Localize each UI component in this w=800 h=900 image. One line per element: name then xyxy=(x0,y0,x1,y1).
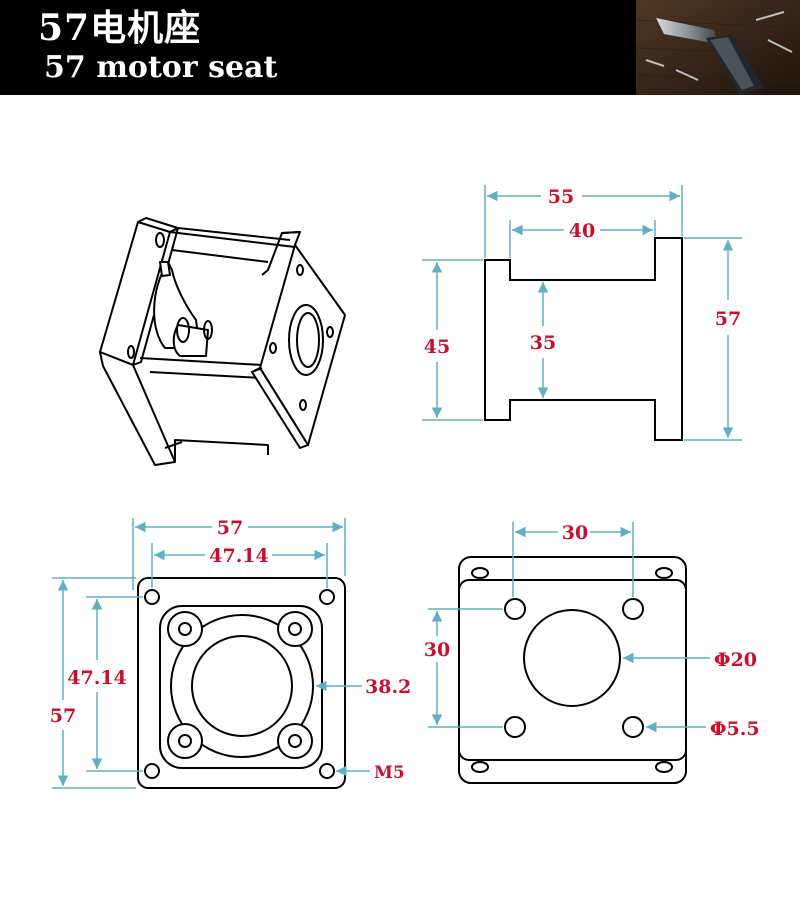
title-english: 57 motor seat xyxy=(44,50,278,85)
front-view-outline xyxy=(137,577,346,789)
dim-side-height-57: 57 xyxy=(715,308,741,330)
isometric-view xyxy=(99,217,346,466)
dim-side-width-55: 55 xyxy=(548,186,574,208)
hammer-photo-icon xyxy=(636,0,800,95)
dim-side-width-40: 40 xyxy=(569,220,595,242)
dim-front-height-57: 57 xyxy=(50,705,76,727)
dim-front-hole-spacing-h: 47.14 xyxy=(209,545,269,567)
back-view-dimensions xyxy=(428,522,710,733)
dim-back-small-hole: Φ5.5 xyxy=(710,718,760,740)
dim-back-hole-spacing-v: 30 xyxy=(424,639,450,661)
technical-drawing: 55 40 45 35 57 xyxy=(50,185,760,789)
dim-front-bore-diameter: 38.2 xyxy=(365,676,411,698)
dim-side-height-45: 45 xyxy=(424,336,450,358)
dim-back-center-hole: Φ20 xyxy=(714,649,757,671)
front-view-dimensions xyxy=(52,518,370,789)
title-chinese: 57电机座 xyxy=(38,7,202,49)
back-view-outline xyxy=(458,556,687,784)
dim-side-height-35: 35 xyxy=(530,332,556,354)
side-view-outline xyxy=(484,237,683,441)
dim-front-mount-screw: M5 xyxy=(374,763,405,783)
dim-front-width-57: 57 xyxy=(217,517,243,539)
dim-back-hole-spacing-h: 30 xyxy=(562,522,588,544)
header-banner: 57电机座 57 motor seat xyxy=(0,0,800,95)
dim-front-hole-spacing-v: 47.14 xyxy=(67,667,127,689)
side-view-dimensions xyxy=(422,185,742,441)
